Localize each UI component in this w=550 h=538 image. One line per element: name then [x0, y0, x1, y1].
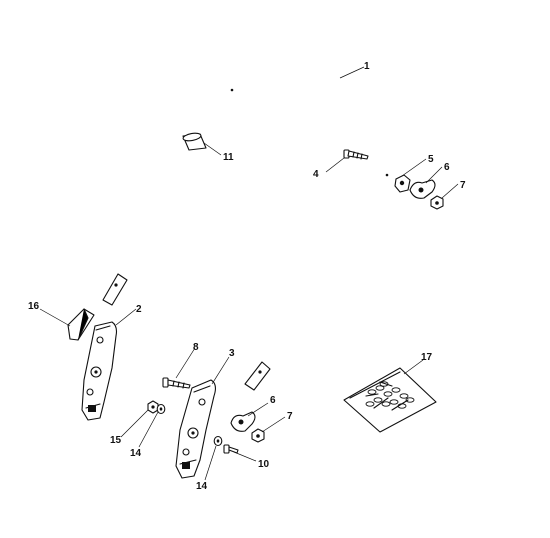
callout-6-upper: 6: [444, 162, 450, 173]
washer-left: [156, 403, 166, 415]
handle-tube: [102, 45, 402, 391]
bolt-8: [162, 377, 191, 389]
callout-4: 4: [313, 169, 319, 180]
callout-2: 2: [136, 304, 142, 315]
washer-right: [213, 435, 223, 447]
callout-8: 8: [193, 342, 199, 353]
bolt-10: [223, 444, 239, 454]
callout-17: 17: [421, 352, 433, 363]
callout-3: 3: [229, 348, 235, 359]
callout-7-upper: 7: [460, 180, 466, 191]
callout-16: 16: [28, 301, 40, 312]
bracket-plate-left: [81, 321, 118, 421]
callout-14-right: 14: [196, 481, 208, 492]
bracket-plate-right: [175, 379, 217, 479]
collar-sleeve: [182, 132, 207, 151]
nut-upper: [430, 195, 444, 210]
nut-15: [147, 400, 159, 414]
callout-10: 10: [258, 459, 270, 470]
callout-7-lower: 7: [287, 411, 293, 422]
callout-15: 15: [110, 435, 122, 446]
spacer-5: [394, 174, 411, 193]
nut-lower: [251, 428, 265, 443]
pad-16: [67, 308, 95, 341]
wing-knob-upper: [409, 179, 436, 199]
callout-5: 5: [428, 154, 434, 165]
wing-knob-lower: [230, 411, 256, 432]
bolt-4: [343, 149, 369, 160]
leader-lines: [39, 66, 459, 481]
callout-14-left: 14: [130, 448, 142, 459]
callout-1: 1: [364, 61, 370, 72]
callout-labels: 1 2 3 4 5 6 6 7 7 8 10 11 14 14 15 16 17: [28, 61, 466, 492]
callout-6-lower: 6: [270, 395, 276, 406]
fastener-kit-bag: [343, 367, 437, 433]
callout-11: 11: [223, 152, 234, 163]
